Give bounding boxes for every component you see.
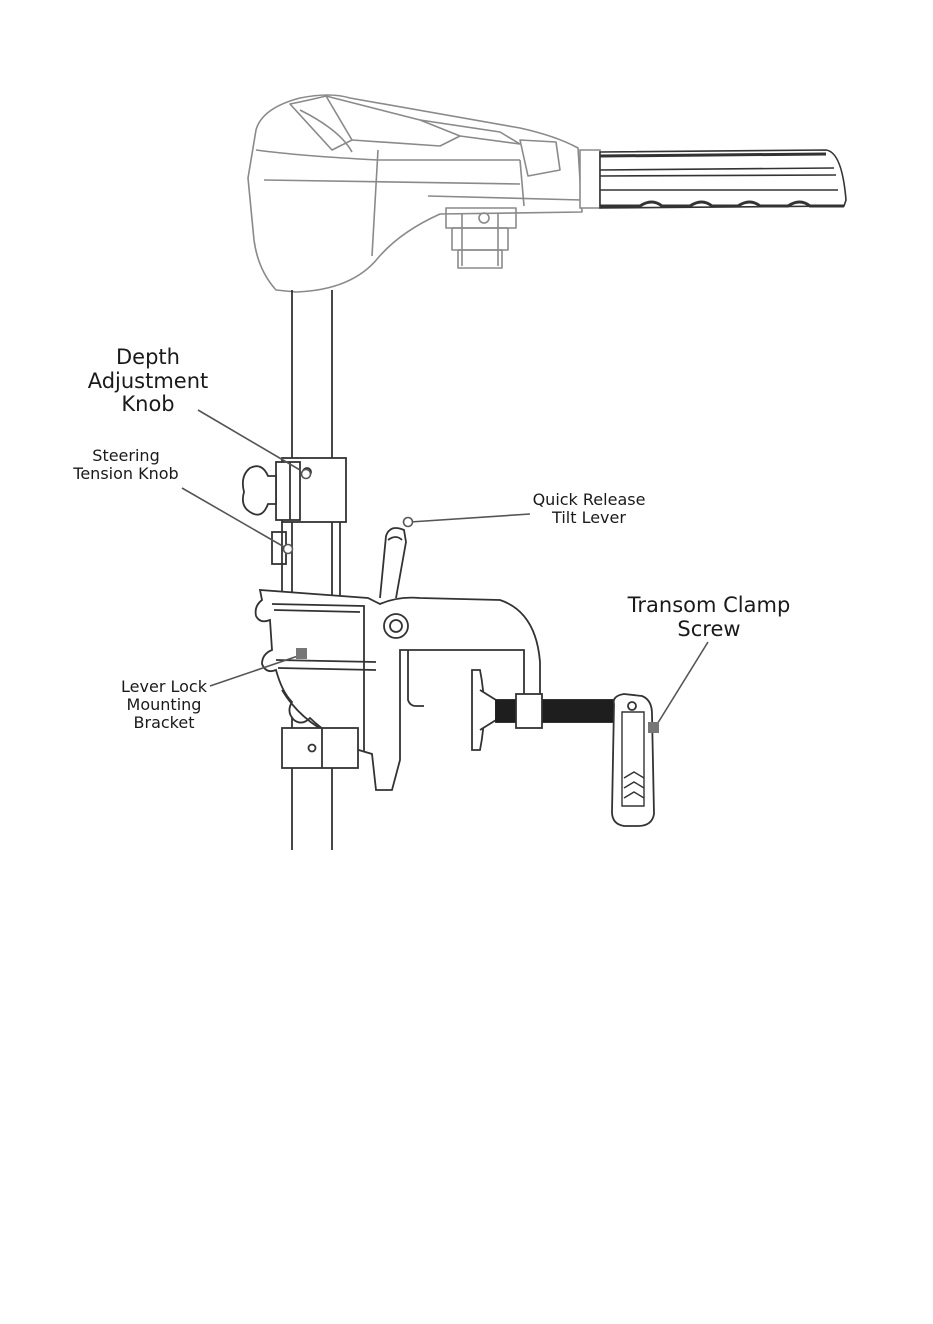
leader-lines — [182, 410, 708, 726]
marker-steering — [284, 545, 293, 554]
label-line: Mounting — [105, 696, 223, 714]
label-line: Tension Knob — [62, 465, 190, 483]
label-line: Depth — [78, 346, 218, 370]
label-line: Screw — [620, 618, 798, 642]
transom-clamp-screw — [472, 670, 654, 826]
mounting-bracket — [256, 590, 540, 790]
leader-quick-release — [410, 514, 530, 522]
label-line: Knob — [78, 393, 218, 417]
label-transom-clamp-screw: Transom Clamp Screw — [620, 594, 798, 641]
label-line: Tilt Lever — [522, 509, 656, 527]
marker-quick-release — [404, 518, 413, 527]
label-line: Quick Release — [522, 491, 656, 509]
label-line: Bracket — [105, 714, 223, 732]
label-depth-adjustment-knob: Depth Adjustment Knob — [78, 346, 218, 417]
steering-tension-block — [272, 522, 340, 600]
label-line: Adjustment — [78, 370, 218, 394]
label-line: Transom Clamp — [620, 594, 798, 618]
marker-lever-lock — [296, 648, 307, 659]
label-quick-release-tilt-lever: Quick Release Tilt Lever — [522, 491, 656, 527]
marker-depth — [302, 470, 311, 479]
label-steering-tension-knob: Steering Tension Knob — [62, 447, 190, 483]
leader-depth — [198, 410, 300, 470]
motor-head — [248, 95, 582, 292]
label-line: Steering — [62, 447, 190, 465]
label-line: Lever Lock — [105, 678, 223, 696]
tilt-lever — [380, 528, 406, 598]
label-lever-lock-mounting-bracket: Lever Lock Mounting Bracket — [105, 678, 223, 732]
leader-transom — [656, 642, 708, 726]
tiller-handle — [580, 150, 846, 208]
marker-transom — [648, 722, 659, 733]
